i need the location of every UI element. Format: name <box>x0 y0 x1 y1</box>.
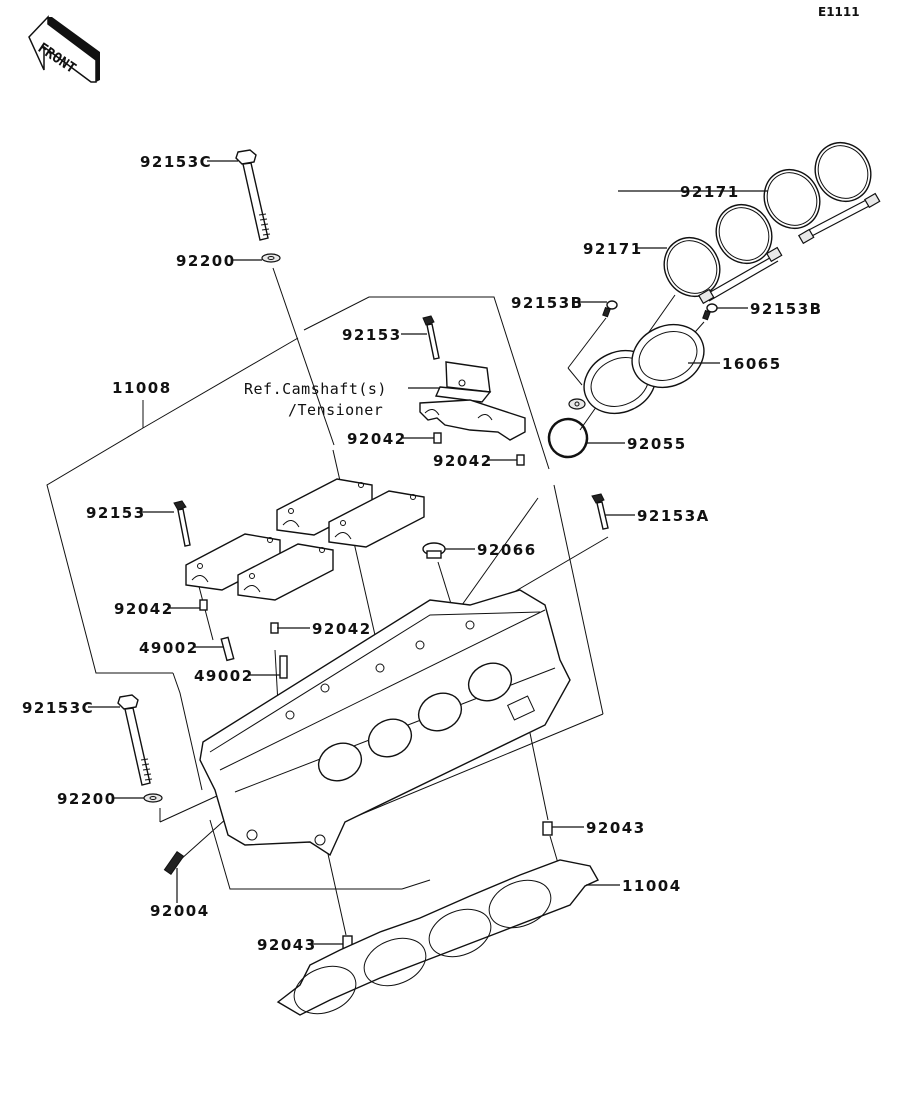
label-screw-92153b-left: 92153B <box>511 294 584 312</box>
cylinder-head <box>199 589 571 857</box>
label-dowel-92042-b: 92042 <box>433 452 493 470</box>
label-dowel-92042-c: 92042 <box>114 600 174 618</box>
label-washer-92200-bottom: 92200 <box>57 790 117 808</box>
bolt-92153-tensioner <box>422 315 440 360</box>
label-cylinder-head-11008: 11008 <box>112 379 172 397</box>
label-plug-92066: 92066 <box>477 541 537 559</box>
label-bolt-92153-tensioner: 92153 <box>342 326 402 344</box>
dowel-92042-a <box>433 432 442 444</box>
label-stud-92004: 92004 <box>150 902 210 920</box>
dowel-92042-b <box>516 454 525 466</box>
label-bolt-92153a: 92153A <box>637 507 710 525</box>
label-holder-16065: 16065 <box>722 355 782 373</box>
label-o-ring-92055: 92055 <box>627 435 687 453</box>
washer-92200-top <box>261 253 281 263</box>
bolt-92153c-bottom <box>117 694 153 786</box>
label-dowel-92043-bottom: 92043 <box>257 936 317 954</box>
o-ring-92055 <box>547 417 589 459</box>
screw-92153b-left <box>602 300 618 318</box>
label-dowel-92043-right: 92043 <box>586 819 646 837</box>
label-bolt-92153c-top: 92153C <box>140 153 212 171</box>
screw-92153b-right <box>702 303 718 321</box>
clamps-92171 <box>663 142 881 305</box>
leader-lines <box>88 160 768 945</box>
head-gasket <box>276 859 599 1016</box>
label-dowel-92042-d: 92042 <box>312 620 372 638</box>
label-valve-guide-49002-a: 49002 <box>139 639 199 657</box>
diagram-code: E1111 <box>818 5 860 19</box>
part-labels: 92153C 92200 92153 11008 Ref.Camshaft(s)… <box>22 153 823 954</box>
assembly-bracket-lines <box>46 296 604 890</box>
bolt-92153c-top <box>235 149 271 241</box>
label-washer-92200-top: 92200 <box>176 252 236 270</box>
label-clamp-92171-b: 92171 <box>583 240 643 258</box>
front-arrow-icon: FRONT <box>28 15 100 83</box>
valve-guide-49002-a <box>220 636 235 662</box>
washer-92200-bottom <box>143 793 163 803</box>
label-dowel-92042-a: 92042 <box>347 430 407 448</box>
valve-guide-49002-b <box>279 655 288 679</box>
stud-92004 <box>163 850 185 876</box>
bolt-92153a <box>591 493 609 530</box>
ref-camshaft-note-line1: Ref.Camshaft(s) <box>244 380 387 398</box>
label-bolt-92153-camcap: 92153 <box>86 504 146 522</box>
ref-camshaft-note-line2: /Tensioner <box>288 401 383 419</box>
tensioner-bracket <box>434 361 492 403</box>
label-gasket-11004: 11004 <box>622 877 682 895</box>
throttle-holders-16065 <box>568 323 705 415</box>
plug-92066 <box>422 542 446 559</box>
label-bolt-92153c-bottom: 92153C <box>22 699 94 717</box>
tensioner-cam-cap <box>419 399 526 441</box>
label-clamp-92171-a: 92171 <box>680 183 740 201</box>
label-screw-92153b-right: 92153B <box>750 300 823 318</box>
cam-caps <box>185 478 425 601</box>
dowel-92042-d <box>270 622 279 634</box>
bolt-92153-camcap <box>173 500 191 547</box>
dowel-92043-right <box>542 821 553 836</box>
label-valve-guide-49002-b: 49002 <box>194 667 254 685</box>
dowel-92042-c <box>199 599 208 611</box>
